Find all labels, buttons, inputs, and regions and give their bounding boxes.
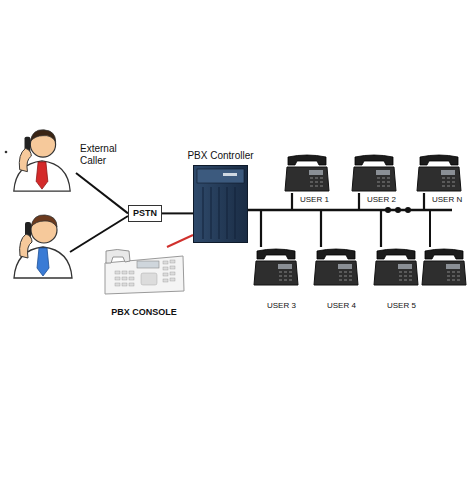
caller-wire — [70, 216, 128, 252]
connector-line — [248, 193, 424, 210]
connector-line — [248, 210, 261, 247]
desk-phone — [422, 249, 466, 285]
connector-line — [248, 210, 321, 247]
user-label: USER 1 — [299, 195, 330, 205]
desk-phone — [372, 247, 420, 287]
desk-phone — [283, 153, 331, 193]
user-phone: USER 5 — [372, 247, 420, 287]
user-label: USER 4 — [326, 301, 357, 311]
node-caption: PBX CONSOLE — [111, 307, 177, 318]
user-label: USER 3 — [266, 301, 297, 311]
caller-figure — [8, 125, 76, 193]
console-phone — [103, 247, 185, 295]
user-phone: USER 2 — [350, 153, 398, 193]
user-phone: USER 1 — [283, 153, 331, 193]
external-caller: External Caller — [8, 125, 76, 193]
connector-line — [76, 173, 128, 213]
pbx-controller: PBX Controller — [193, 165, 248, 243]
node-label: PSTN — [133, 208, 157, 219]
bus-drop — [429, 210, 431, 247]
desk-phone — [415, 153, 463, 193]
pbx-console: PBX CONSOLE — [103, 247, 185, 295]
user-label: USER 2 — [366, 195, 397, 205]
user-label: USER N — [431, 195, 463, 205]
connector-line — [248, 193, 292, 210]
connector-line — [248, 210, 381, 247]
desk-phone — [350, 153, 398, 193]
user-phone: USER 3 — [252, 247, 300, 287]
desk-phone — [312, 247, 360, 287]
user-phone: USER N — [415, 153, 463, 193]
pbx-cabinet — [193, 165, 248, 243]
user-phone: USER 4 — [312, 247, 360, 287]
caller-label: External Caller — [80, 143, 132, 167]
node-heading: PBX Controller — [187, 150, 253, 162]
pstn-box: PSTN — [128, 205, 162, 222]
connector-line — [248, 193, 359, 210]
caller-figure — [14, 215, 72, 278]
console-link — [167, 235, 193, 247]
user-label: USER 5 — [386, 301, 417, 311]
desk-phone — [252, 247, 300, 287]
connector-line — [162, 212, 193, 214]
stray-dot — [5, 151, 8, 154]
